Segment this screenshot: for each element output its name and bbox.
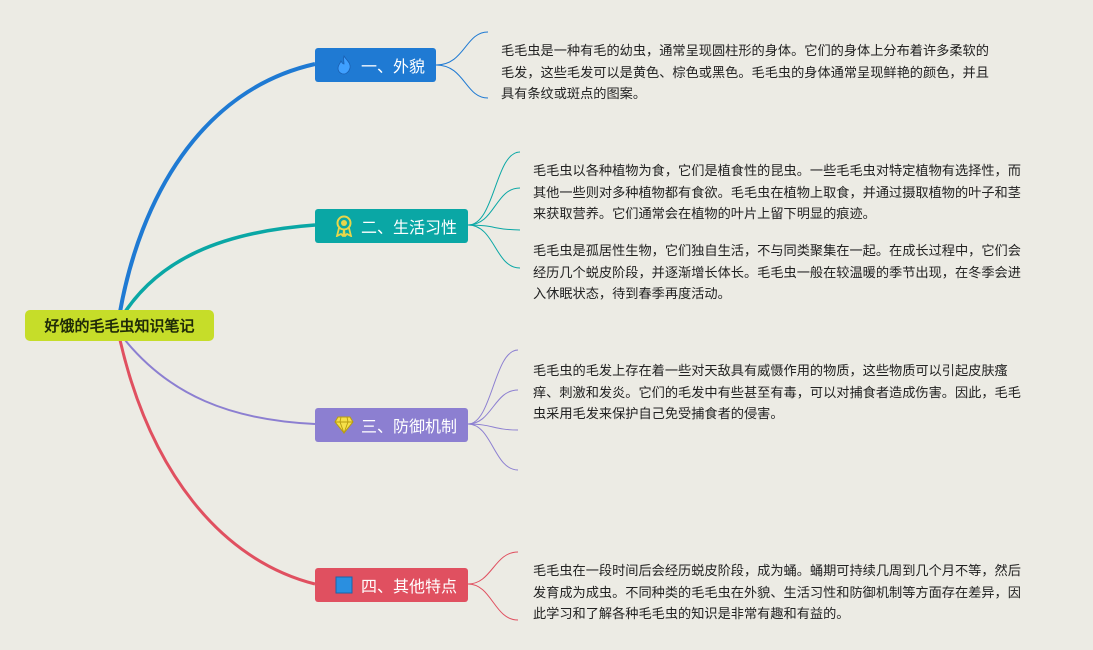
connector-root-branch-3 bbox=[124, 339, 316, 425]
connector-root-branch-2 bbox=[123, 223, 316, 313]
branch-appearance[interactable]: 一、外貌 bbox=[315, 48, 436, 82]
connector-branch-2-note bbox=[467, 187, 521, 226]
connector-root-branch-4 bbox=[118, 339, 316, 586]
diamond-icon bbox=[333, 414, 355, 436]
connector-branch-3-note bbox=[467, 423, 519, 471]
connector-branch-3-note bbox=[467, 423, 519, 431]
root-topic-label: 好饿的毛毛虫知识笔记 bbox=[44, 317, 195, 335]
award-ribbon-icon bbox=[333, 215, 355, 237]
connector-branch-2-note bbox=[467, 224, 521, 269]
flame-icon bbox=[333, 54, 355, 76]
note-habits-life: 毛毛虫是孤居性生物，它们独自生活，不与同类聚集在一起。在成长过程中，它们会经历几… bbox=[533, 244, 1021, 302]
connector-branch-2-note bbox=[467, 224, 521, 231]
branch-other-features[interactable]: 四、其他特点 bbox=[315, 568, 468, 602]
connector-root-branch-1 bbox=[118, 62, 316, 313]
connector-branch-3-note bbox=[467, 349, 519, 425]
branch-label: 二、生活习性 bbox=[361, 218, 458, 237]
connector-branch-1-note bbox=[435, 31, 489, 66]
branch-label: 三、防御机制 bbox=[361, 417, 458, 436]
branch-label: 一、外貌 bbox=[361, 57, 426, 76]
branch-habits[interactable]: 二、生活习性 bbox=[315, 209, 468, 243]
note-defense: 毛毛虫的毛发上存在着一些对天敌具有威慑作用的物质，这些物质可以引起皮肤瘙痒、刺激… bbox=[533, 364, 1021, 422]
note-other-features: 毛毛虫在一段时间后会经历蜕皮阶段，成为蛹。蛹期可持续几周到几个月不等，然后发育成… bbox=[533, 564, 1021, 622]
connector-branch-3-note bbox=[467, 389, 519, 425]
connector-branch-1-note bbox=[435, 64, 489, 99]
root-topic[interactable]: 好饿的毛毛虫知识笔记 bbox=[25, 310, 214, 341]
note-appearance: 毛毛虫是一种有毛的幼虫，通常呈现圆柱形的身体。它们的身体上分布着许多柔软的毛发，… bbox=[501, 44, 989, 102]
connector-branch-4-note bbox=[467, 583, 519, 621]
connector-branch-4-note bbox=[467, 551, 519, 585]
connector-branch-2-note bbox=[467, 151, 521, 226]
note-habits-diet: 毛毛虫以各种植物为食，它们是植食性的昆虫。一些毛毛虫对特定植物有选择性，而其他一… bbox=[533, 164, 1021, 222]
branch-defense[interactable]: 三、防御机制 bbox=[315, 408, 468, 442]
square-icon bbox=[333, 574, 355, 596]
branch-label: 四、其他特点 bbox=[361, 577, 458, 596]
